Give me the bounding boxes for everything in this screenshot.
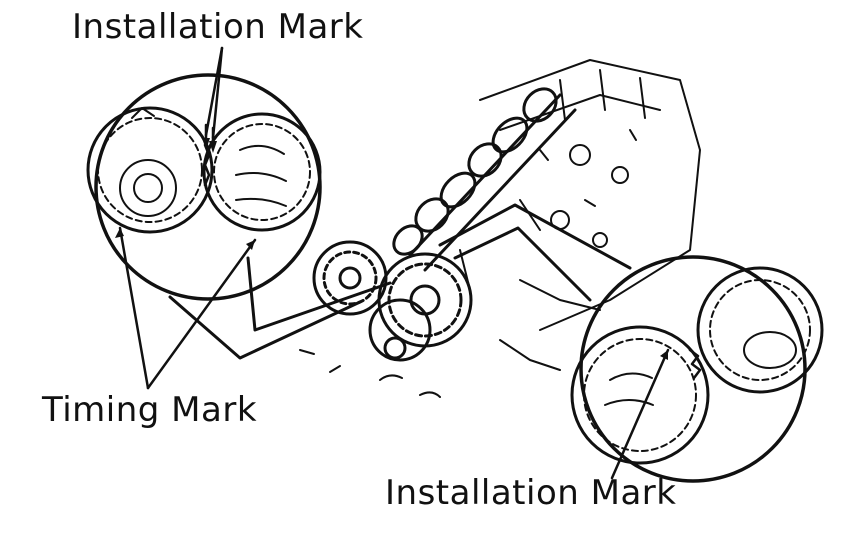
timing-mark-label: Timing Mark — [42, 390, 258, 430]
engine-head-sketch — [299, 59, 701, 398]
installation-mark-label-bottom: Installation Mark — [385, 473, 677, 513]
label-leaders — [118, 46, 670, 480]
leader-arrowheads — [115, 138, 668, 360]
left-detail-circle — [86, 73, 322, 301]
right-detail-circle — [570, 255, 824, 483]
installation-mark-label-top: Installation Mark — [72, 7, 364, 47]
camshaft-gears — [312, 240, 473, 362]
magnifier-connectors — [168, 203, 632, 360]
camshaft — [392, 87, 577, 272]
